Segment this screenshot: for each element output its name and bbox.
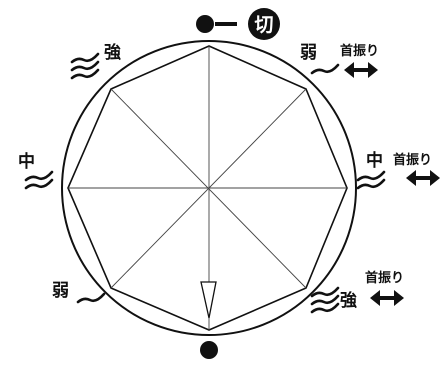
label-strong-lower-right: 強 — [340, 290, 357, 311]
label-weak-lower-left: 弱 — [52, 281, 69, 301]
off-position-dot — [196, 15, 214, 33]
label-medium-left: 中 — [18, 151, 35, 172]
label-strong-upper-left: 強 — [104, 42, 121, 63]
oscillate-arrow-icon-lower-right — [370, 290, 404, 306]
label-weak-upper-right: 弱 — [300, 43, 317, 63]
wave-icon-medium-right — [356, 170, 386, 190]
oscillate-label-right: 首振り — [393, 152, 432, 168]
off-label: 切 — [254, 14, 273, 36]
wave-icon-weak-lower-left — [76, 292, 106, 304]
wave-icon-strong-lower-right — [310, 286, 340, 314]
wave-icon-medium-left — [24, 170, 54, 190]
oscillate-label-lower-right: 首振り — [365, 270, 404, 286]
wave-icon-strong-upper-left — [70, 52, 100, 80]
dial-pointer — [200, 281, 217, 319]
oscillate-label-upper-right: 首振り — [340, 43, 379, 59]
off-badge — [248, 8, 280, 40]
dial-outer-circle — [61, 40, 357, 336]
label-medium-right: 中 — [366, 150, 383, 171]
off-indicator-line — [215, 22, 237, 26]
wave-icon-weak-upper-right — [310, 63, 340, 75]
oscillate-arrow-icon-upper-right — [344, 62, 378, 78]
bottom-position-dot — [200, 341, 218, 359]
oscillate-arrow-icon-right — [406, 170, 440, 186]
